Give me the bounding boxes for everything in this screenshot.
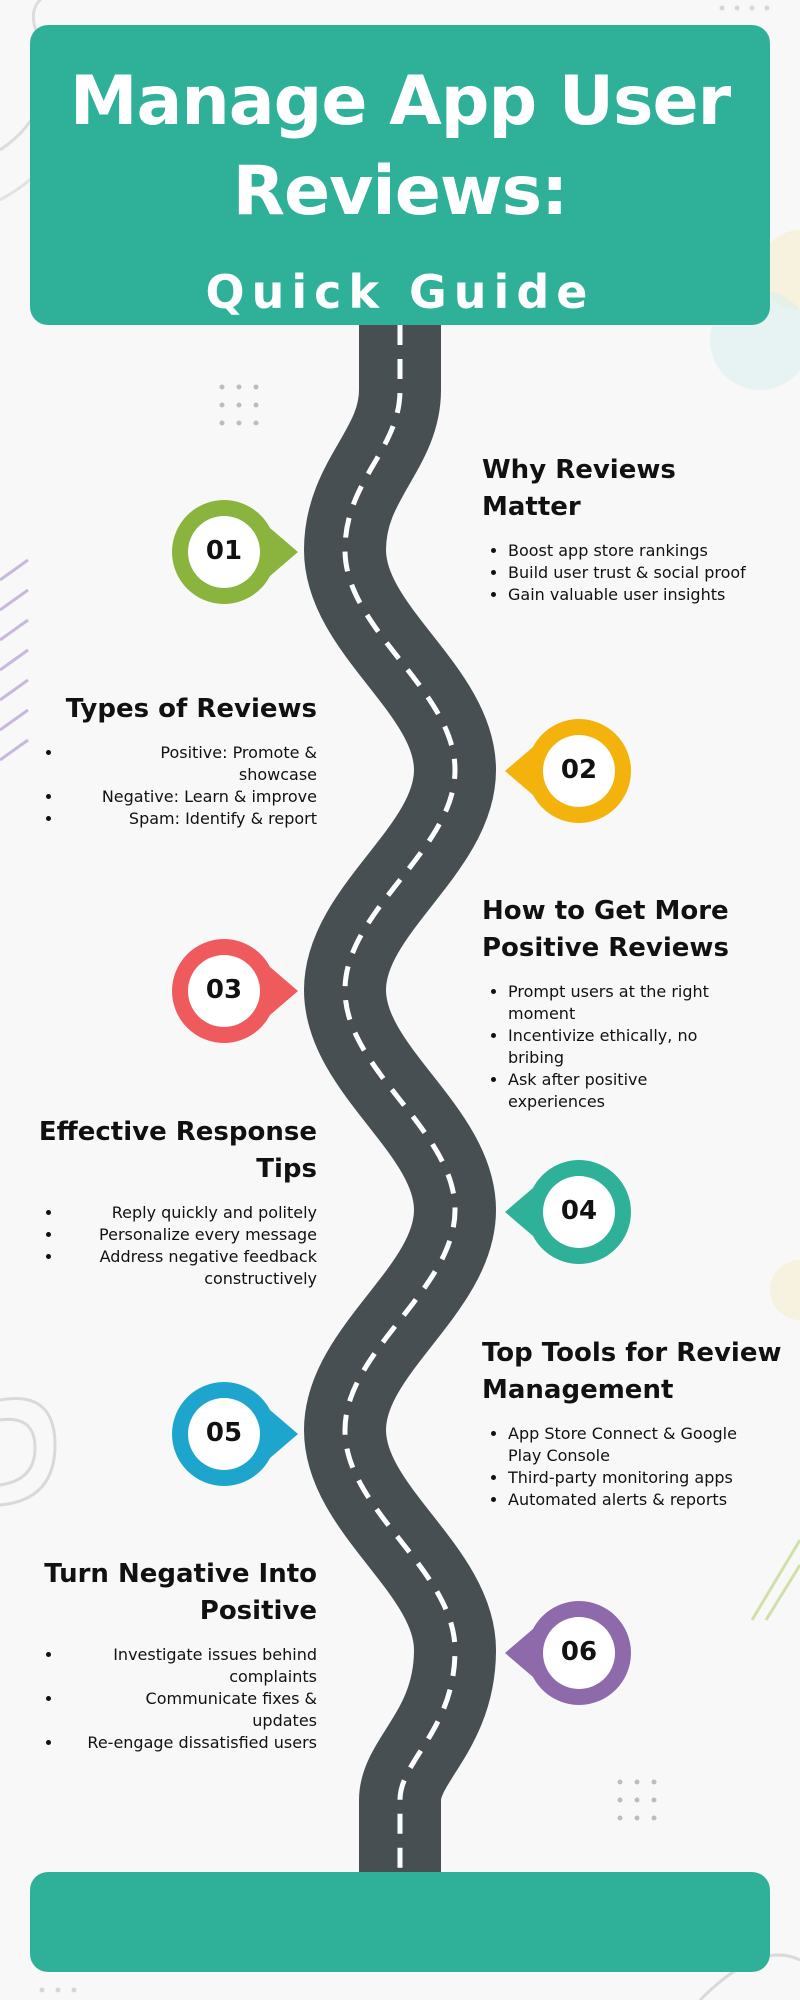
section-title-line-1: Effective Response: [38, 1117, 317, 1147]
pin-icon: [505, 1601, 631, 1705]
pin-icon: [172, 500, 298, 604]
step-marker-03: 03: [170, 937, 310, 1045]
section-title-line-1: Why Reviews: [482, 455, 676, 485]
list-item: Prompt users at the right moment: [508, 981, 728, 1025]
list-item: Incentivize ethically, no bribing: [508, 1025, 728, 1069]
list-item: Positive: Promote & showcase: [63, 742, 317, 786]
page-subtitle: Quick Guide: [205, 265, 595, 319]
section-title-line-2: Matter: [482, 492, 581, 522]
list-item: Negative: Learn & improve: [63, 786, 317, 808]
list-item: Spam: Identify & report: [63, 808, 317, 830]
bullet-list: Prompt users at the right moment Incenti…: [482, 981, 728, 1113]
list-item: App Store Connect & Google Play Console: [508, 1423, 758, 1467]
section-top-tools: Top Tools for Review Management App Stor…: [482, 1335, 782, 1511]
bullet-list: Investigate issues behind complaints Com…: [27, 1644, 317, 1754]
section-title-line-2: Management: [482, 1375, 674, 1405]
list-item: Build user trust & social proof: [508, 562, 772, 584]
step-marker-04: 04: [503, 1158, 643, 1266]
section-title: Types of Reviews: [65, 694, 317, 724]
list-item: Re-engage dissatisfied users: [63, 1732, 317, 1754]
header-banner: Manage App User Reviews: Quick Guide: [30, 25, 770, 325]
step-number: 01: [205, 536, 243, 566]
bullet-list: Positive: Promote & showcase Negative: L…: [27, 742, 317, 830]
page-title-line-1: Manage App User: [69, 62, 731, 141]
section-title-line-2: Positive: [199, 1596, 317, 1626]
section-title-line-1: How to Get More: [482, 896, 729, 926]
pin-icon: [505, 719, 631, 823]
pin-icon: [505, 1160, 631, 1264]
step-number: 06: [560, 1637, 598, 1667]
list-item: Reply quickly and politely: [63, 1202, 317, 1224]
pin-icon: [172, 1382, 298, 1486]
section-title: Turn Negative Into Positive: [27, 1556, 317, 1630]
list-item: Boost app store rankings: [508, 540, 772, 562]
bullet-list: Reply quickly and politely Personalize e…: [27, 1202, 317, 1290]
section-response-tips: Effective Response Tips Reply quickly an…: [27, 1114, 317, 1290]
step-number: 05: [205, 1418, 243, 1448]
step-number: 03: [205, 975, 243, 1005]
step-marker-02: 02: [503, 717, 643, 825]
step-marker-01: 01: [170, 498, 310, 606]
section-title: Why Reviews Matter: [482, 452, 772, 526]
section-types-of-reviews: Types of Reviews Positive: Promote & sho…: [27, 691, 317, 830]
section-turn-negative-positive: Turn Negative Into Positive Investigate …: [27, 1556, 317, 1754]
section-title-line-2: Positive Reviews: [482, 933, 729, 963]
list-item: Automated alerts & reports: [508, 1489, 758, 1511]
section-title: How to Get More Positive Reviews: [482, 893, 772, 967]
page-title-line-2: Reviews:: [232, 152, 569, 231]
step-marker-06: 06: [503, 1599, 643, 1707]
step-number: 02: [560, 755, 598, 785]
step-marker-05: 05: [170, 1380, 310, 1488]
section-title: Top Tools for Review Management: [482, 1335, 782, 1409]
step-number: 04: [560, 1196, 598, 1226]
list-item: Investigate issues behind complaints: [63, 1644, 317, 1688]
section-get-positive-reviews: How to Get More Positive Reviews Prompt …: [482, 893, 772, 1113]
footer-banner: [30, 1872, 770, 1972]
pin-icon: [172, 939, 298, 1043]
section-title-line-1: Top Tools for Review: [482, 1338, 782, 1368]
list-item: Address negative feedback constructively: [63, 1246, 317, 1290]
list-item: Gain valuable user insights: [508, 584, 772, 606]
list-item: Communicate fixes & updates: [63, 1688, 317, 1732]
list-item: Ask after positive experiences: [508, 1069, 728, 1113]
section-title-line-1: Turn Negative Into: [44, 1559, 317, 1589]
list-item: Third-party monitoring apps: [508, 1467, 758, 1489]
section-title-line-2: Tips: [256, 1154, 317, 1184]
bullet-list: Boost app store rankings Build user trus…: [482, 540, 772, 606]
bullet-list: App Store Connect & Google Play Console …: [482, 1423, 758, 1511]
section-why-reviews-matter: Why Reviews Matter Boost app store ranki…: [482, 452, 772, 606]
list-item: Personalize every message: [63, 1224, 317, 1246]
section-title: Effective Response Tips: [27, 1114, 317, 1188]
